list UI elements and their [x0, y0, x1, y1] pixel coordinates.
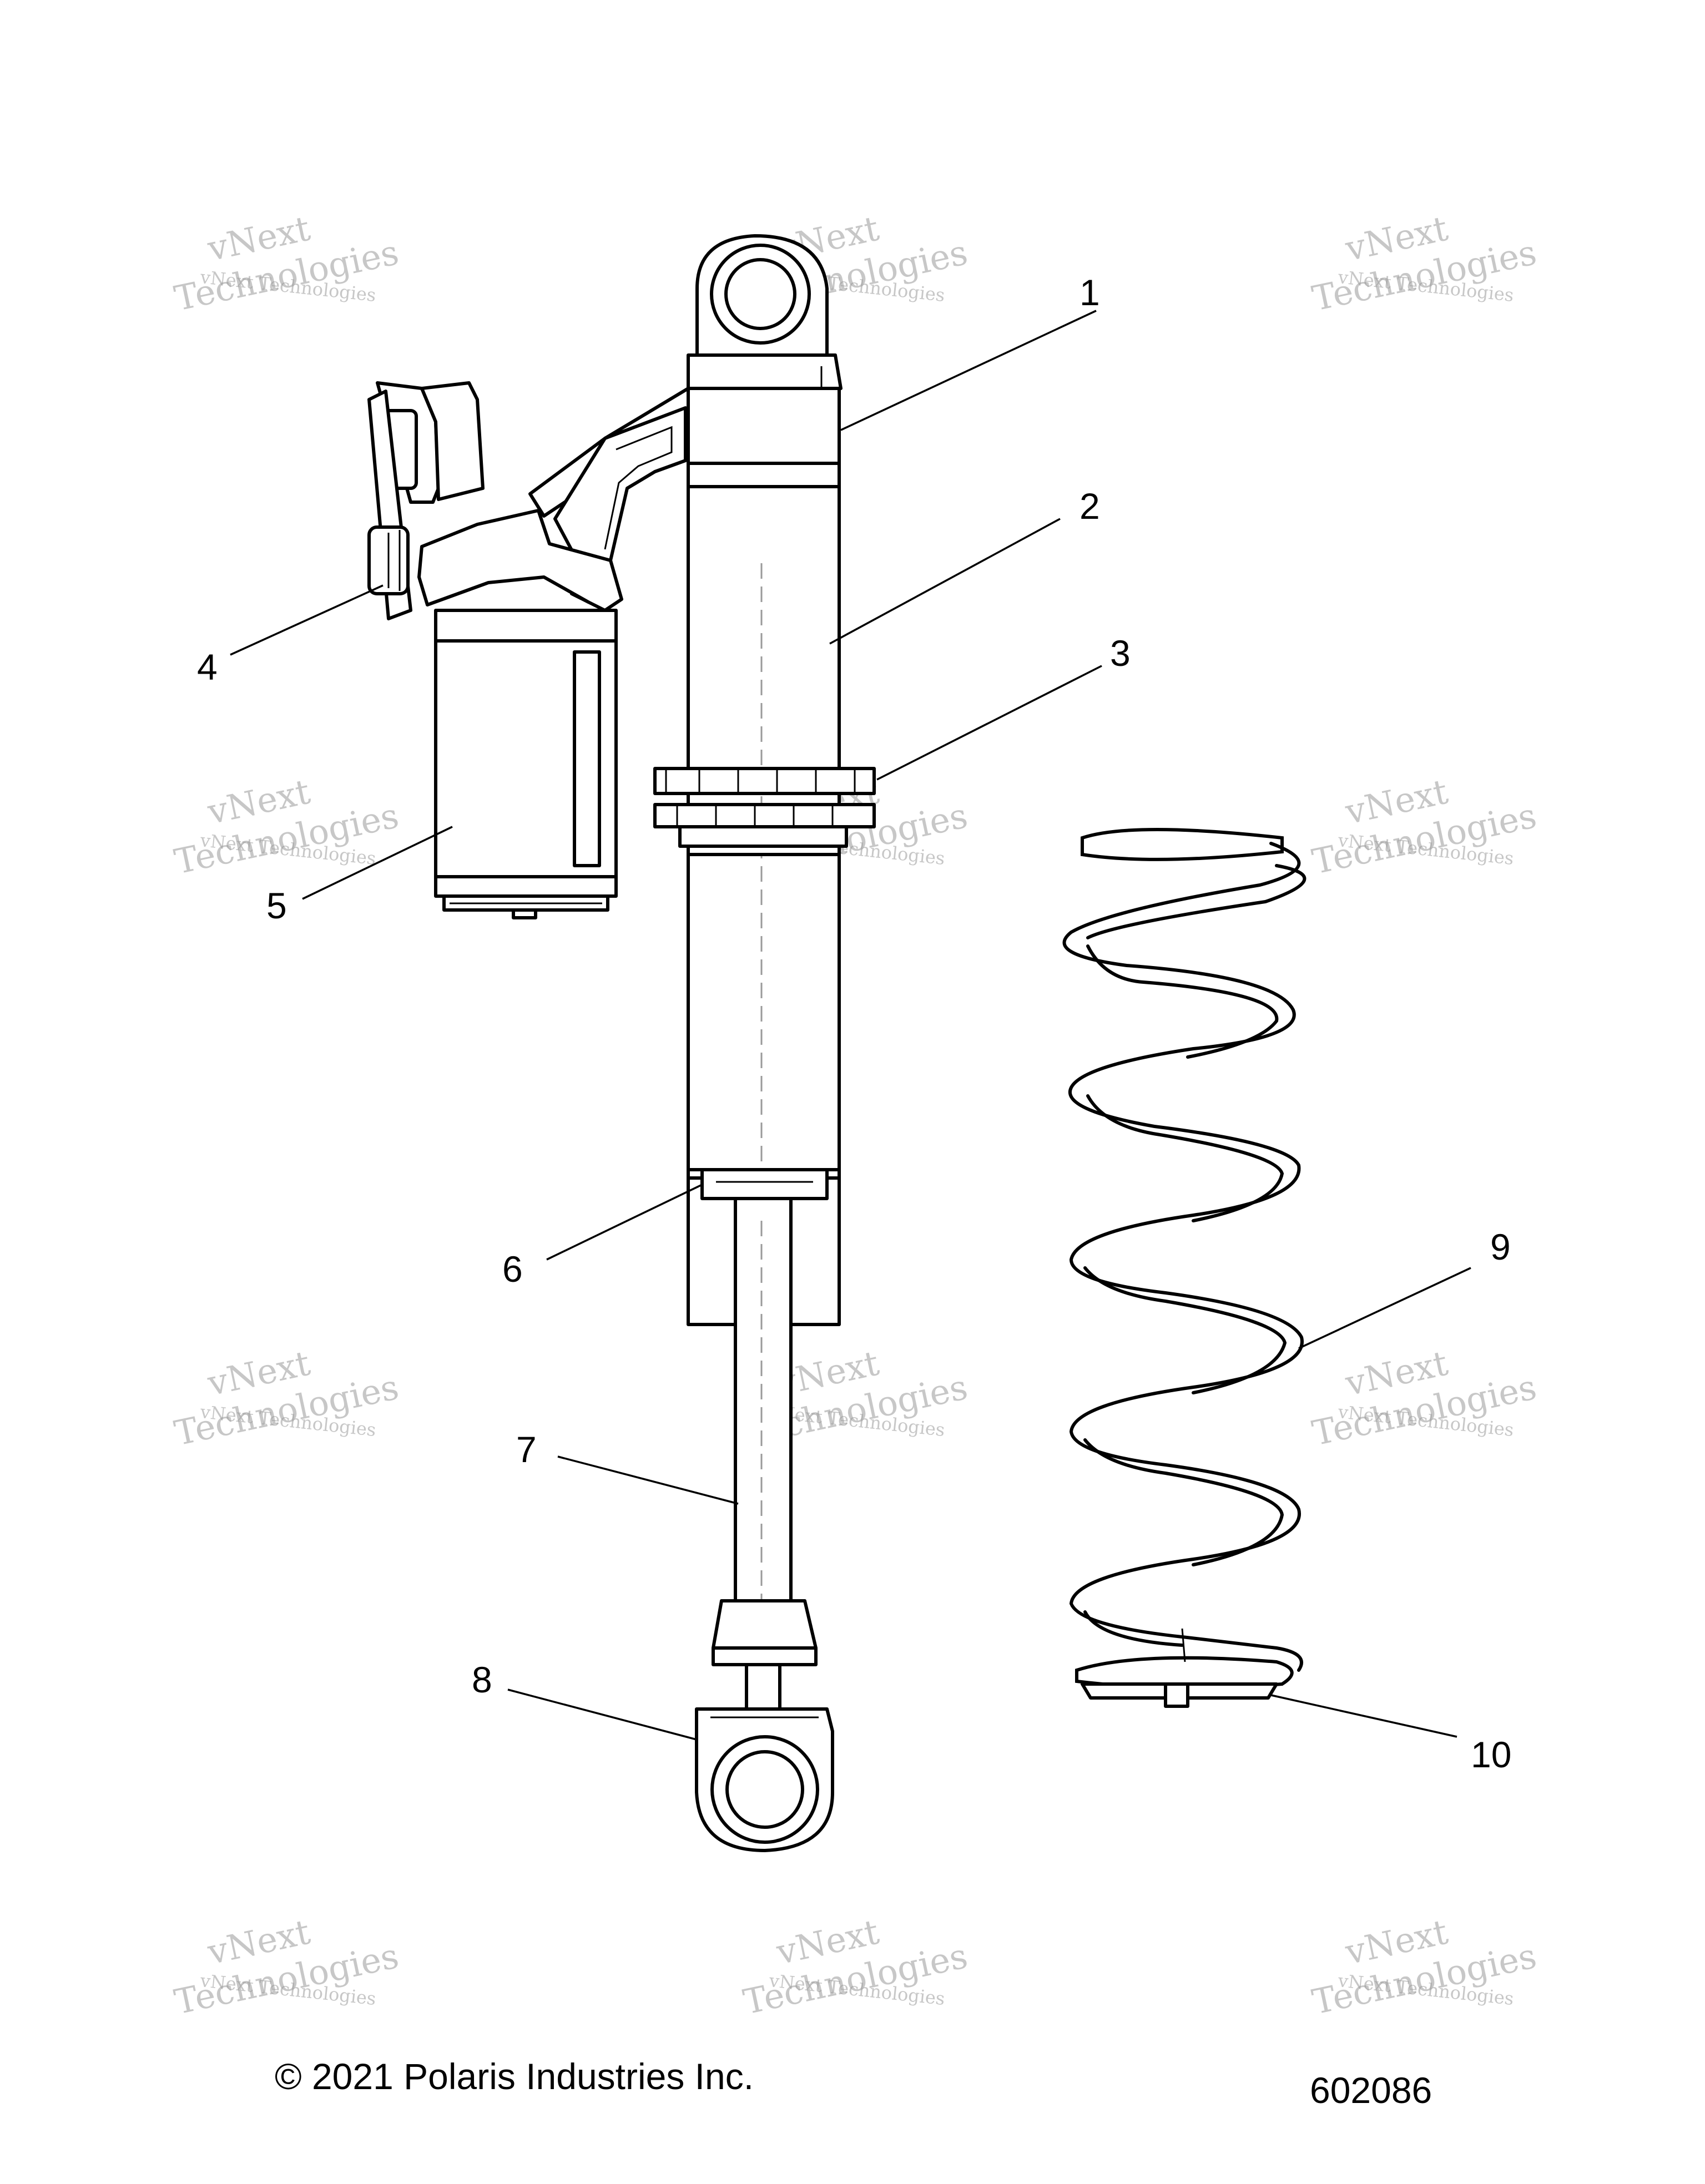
callout-4: 4	[197, 646, 218, 687]
leader-6	[546, 1184, 703, 1261]
callout-5: 5	[266, 885, 287, 926]
copyright-text: © 2021 Polaris Industries Inc.	[275, 2056, 754, 2097]
lower-eyelet	[695, 1599, 834, 1852]
callout-9: 9	[1490, 1226, 1511, 1267]
shock-absorber	[367, 234, 876, 1852]
leader-1	[840, 310, 1097, 431]
leader-4	[230, 584, 384, 656]
leader-5	[302, 826, 453, 900]
leader-3	[876, 665, 1102, 781]
callout-2: 2	[1080, 486, 1100, 527]
upper-mount-body	[687, 234, 843, 488]
leader-lines	[230, 310, 1471, 1741]
callout-7: 7	[516, 1429, 537, 1470]
leader-7	[557, 1455, 739, 1505]
callout-8: 8	[472, 1659, 492, 1700]
leader-10	[1270, 1694, 1457, 1738]
callout-10: 10	[1471, 1734, 1511, 1775]
callout-6: 6	[502, 1248, 523, 1290]
coil-spring	[1062, 828, 1307, 1690]
leader-9	[1298, 1267, 1471, 1349]
compression-adjuster-knob	[367, 381, 485, 620]
shaft	[734, 1197, 793, 1667]
leader-2	[829, 518, 1061, 645]
reservoir-link-arm	[417, 387, 690, 612]
callout-labels: 1 2 3 4 5 6 7 8 9 10	[197, 272, 1511, 1775]
callout-1: 1	[1080, 272, 1100, 313]
spring-seat	[1081, 1682, 1278, 1708]
remote-reservoir	[434, 609, 618, 919]
callout-3: 3	[1110, 633, 1131, 674]
figure-number: 602086	[1310, 2070, 1432, 2111]
shaft-seal-cap	[700, 1168, 829, 1200]
preload-adjuster-rings	[653, 767, 876, 856]
leader-8	[507, 1688, 697, 1741]
